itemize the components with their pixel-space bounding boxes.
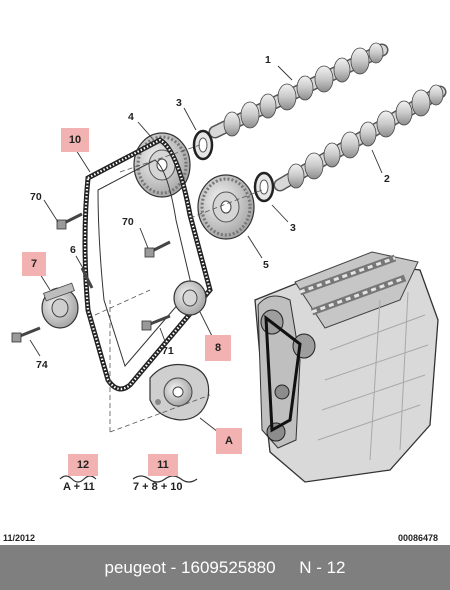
leader-lines [29,65,383,433]
idler-pulley [173,280,207,316]
callout-3-upper: 3 [176,97,182,109]
bolt-70-right [144,240,171,258]
footer-text: peugeot - 1609525880 N - 12 [104,557,346,577]
callout-5: 5 [263,259,269,271]
timing-belt-exploded-diagram [11,42,447,483]
stud-6 [80,267,94,289]
timing-belt [82,137,213,392]
callout-4: 4 [128,111,134,123]
callout-70-right: 70 [122,216,134,228]
kit12-formula: A + 11 [63,481,95,493]
callout-box-10: 10 [61,128,89,152]
camshaft-seal-upper [192,129,214,161]
kit12-brace [59,475,97,483]
callout-box-12: 12 [68,454,98,476]
callout-2: 2 [384,173,390,185]
callout-1: 1 [265,54,271,66]
camshaft-2 [273,84,447,192]
bolt-74 [11,326,41,343]
kit11-brace [132,475,198,483]
callout-3-lower: 3 [290,222,296,234]
callout-box-A: A [216,428,242,454]
bolt-70-left [56,212,83,230]
bolt-71 [141,314,171,331]
callout-71: 71 [162,345,174,357]
callout-6: 6 [70,244,76,256]
drawing-ref: 00086478 [398,533,439,543]
callout-box-8: 8 [205,335,231,361]
engine-assembly [254,251,439,483]
footer-bar: peugeot - 1609525880 N - 12 [0,545,450,590]
water-pump [149,363,210,421]
callout-74: 74 [36,359,48,371]
callout-70-left: 70 [30,191,42,203]
callout-box-7: 7 [22,252,46,276]
camshaft-1 [208,42,389,139]
date-stamp: 11/2012 [3,533,36,543]
kit11-formula: 7 + 8 + 10 [133,481,183,493]
camshaft-pulley-5 [197,174,255,240]
dashed-assembly-lines [94,144,263,433]
tensioner-pulley [41,282,79,329]
callout-box-11: 11 [148,454,178,476]
camshaft-seal-lower [253,171,275,203]
